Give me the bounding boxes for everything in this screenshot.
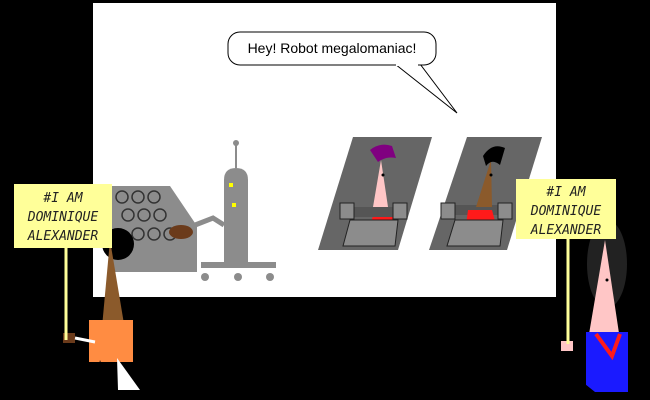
pilot-seat [318, 137, 432, 250]
sign-line: DOMINIQUE [530, 204, 602, 219]
speech-bubble-text: Hey! Robot megalomaniac! [248, 40, 417, 56]
sign-line: #I AM [42, 191, 83, 206]
robot [169, 140, 276, 281]
pilot-head [373, 160, 388, 207]
speech-bubble: Hey! Robot megalomaniac! [227, 31, 458, 114]
right-character [561, 220, 628, 392]
robot-eye [232, 203, 236, 207]
sign-line: ALEXANDER [27, 229, 99, 244]
sign-line: #I AM [545, 185, 586, 200]
right-protest-sign: #I AM DOMINIQUE ALEXANDER [516, 179, 616, 344]
robot-hand [169, 225, 193, 239]
left-protest-sign: #I AM DOMINIQUE ALEXANDER [14, 184, 112, 340]
pilot-hair [483, 146, 505, 166]
pilot-hair [370, 144, 396, 162]
robot-eye [229, 183, 233, 187]
sign-line: DOMINIQUE [27, 210, 99, 225]
pilot-seat [429, 137, 542, 250]
sign-line: ALEXANDER [530, 223, 602, 238]
pilot-head [476, 160, 492, 207]
